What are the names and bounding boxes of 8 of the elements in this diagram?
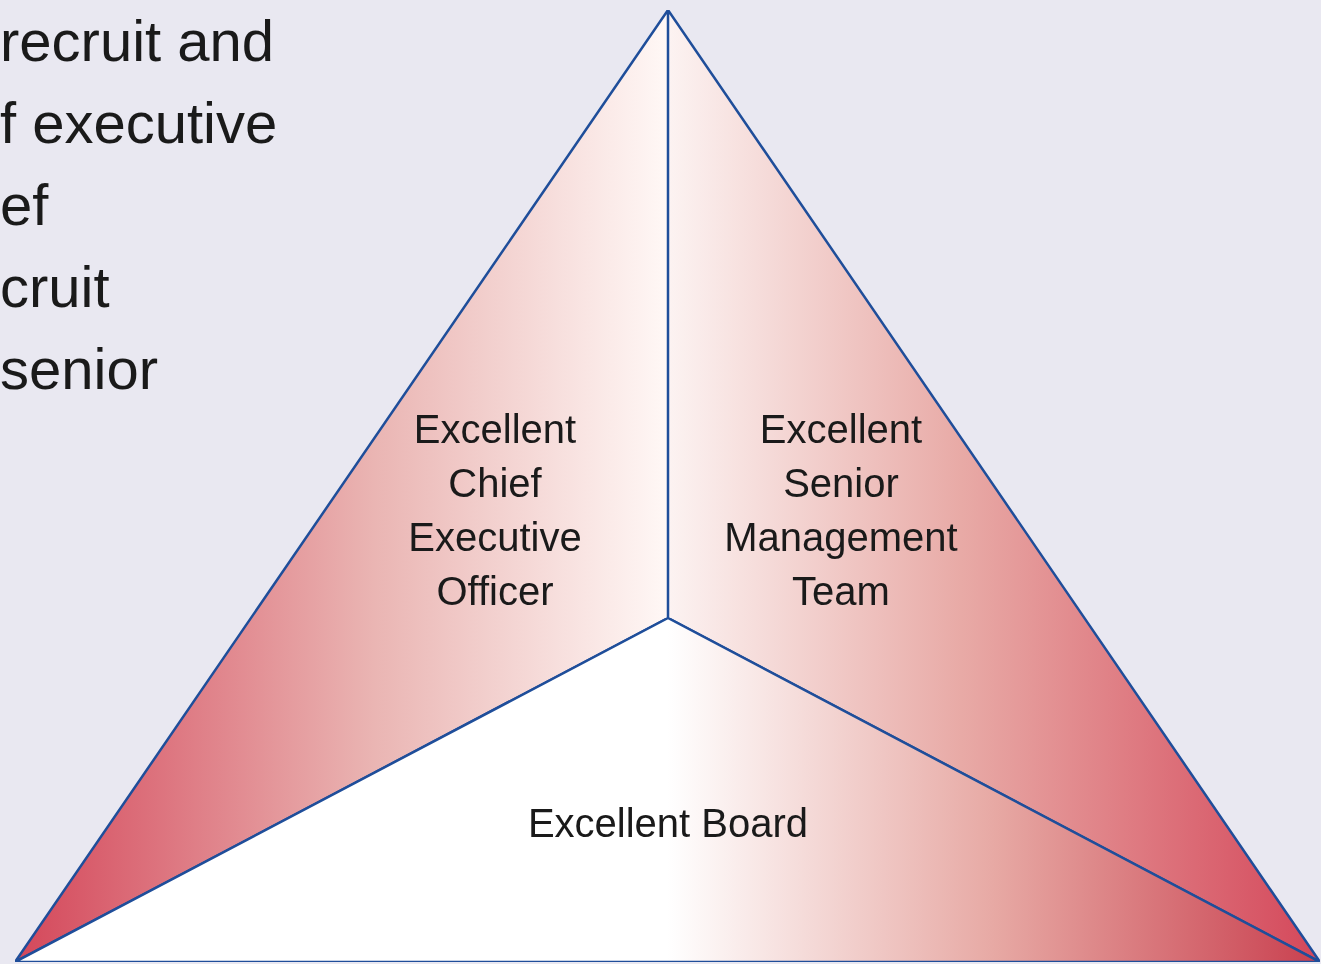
segment-label: Excellent Senior Management Team (723, 406, 959, 615)
text-fragment: senior (0, 335, 158, 403)
text-fragment: f executive (0, 89, 278, 157)
segment-label: Excellent Chief Executive Officer (407, 406, 583, 615)
text-fragment: cruit (0, 253, 110, 321)
text-fragment: ef (0, 171, 49, 239)
segment-label: Excellent Board (526, 800, 810, 847)
text-fragment: recruit and (0, 7, 275, 75)
